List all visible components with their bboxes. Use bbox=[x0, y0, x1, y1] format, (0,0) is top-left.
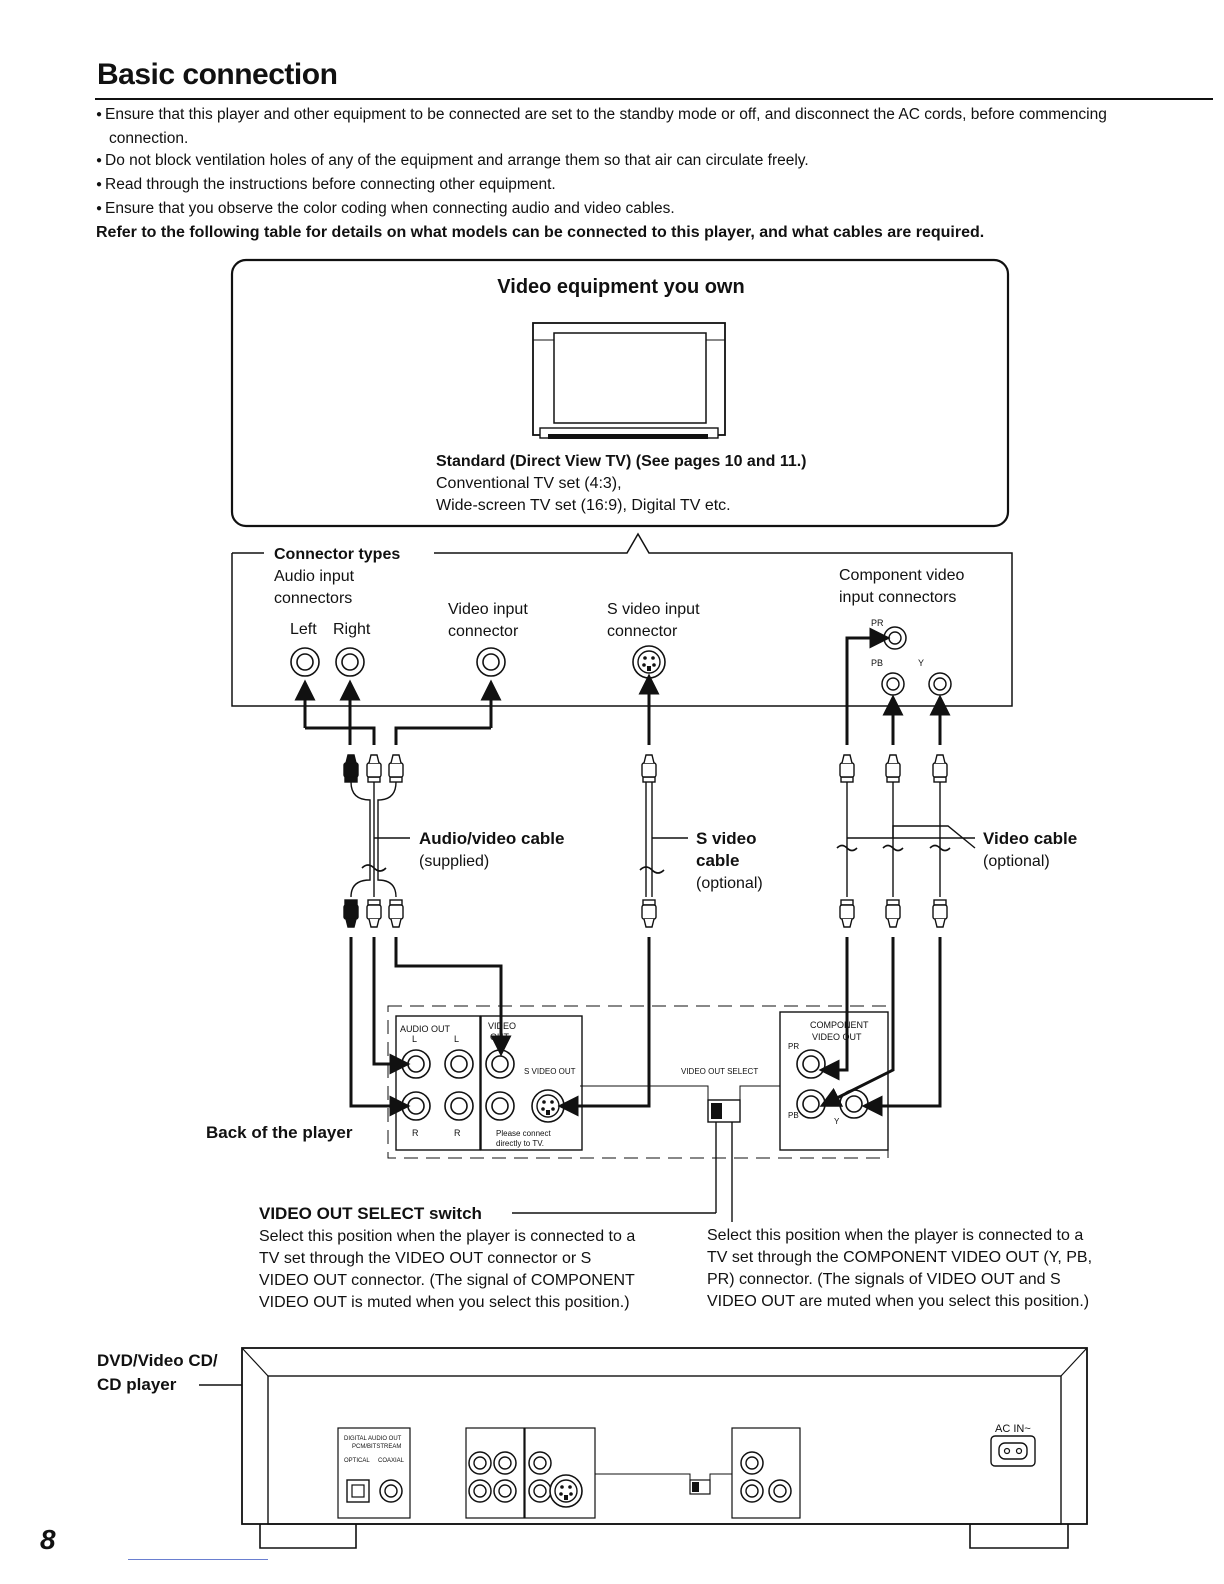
video-out-block bbox=[480, 1015, 583, 1151]
video-out-2-jack-icon bbox=[485, 1091, 515, 1121]
tv-type: Standard (Direct View TV) (See pages 10 … bbox=[436, 453, 807, 470]
audio-out-label: AUDIO OUT bbox=[400, 1024, 451, 1034]
audio-out-l2-jack-icon bbox=[444, 1049, 474, 1079]
svg-text:DIGITAL AUDIO OUT: DIGITAL AUDIO OUT bbox=[344, 1436, 402, 1442]
component-plug-icon bbox=[839, 754, 855, 783]
audio-out-r2-jack-icon bbox=[444, 1091, 474, 1121]
svg-text:TV set through the COMPONENT V: TV set through the COMPONENT VIDEO OUT (… bbox=[707, 1249, 1092, 1266]
svg-text:PB: PB bbox=[788, 1111, 799, 1120]
video-input-label-1: Video input bbox=[448, 601, 528, 618]
pr-input-jack-icon bbox=[883, 626, 907, 650]
audio-right-jack-icon bbox=[335, 647, 365, 677]
s-video-out-label: S VIDEO OUT bbox=[524, 1067, 576, 1076]
bullet-item: Ensure that this player and other equipm… bbox=[96, 104, 1186, 150]
tv-line-2: Wide-screen TV set (16:9), Digital TV et… bbox=[436, 497, 731, 514]
s-video-cable-label-1: S video bbox=[696, 829, 756, 848]
bullet-item: Ensure that you observe the color coding… bbox=[96, 198, 1186, 222]
s-video-input-jack-icon bbox=[632, 645, 666, 679]
tv-icon bbox=[532, 322, 726, 439]
pb-label: PB bbox=[871, 658, 883, 668]
svg-text:VIDEO OUT connector. (The sign: VIDEO OUT connector. (The signal of COMP… bbox=[259, 1272, 635, 1289]
s-video-input-label-2: connector bbox=[607, 623, 678, 640]
connector-types-title: Connector types bbox=[274, 546, 400, 563]
svg-text:Select this position when the: Select this position when the player is … bbox=[707, 1227, 1083, 1244]
s-video-input-label-1: S video input bbox=[607, 601, 700, 618]
svg-text:VIDEO OUT are muted when you s: VIDEO OUT are muted when you select this… bbox=[707, 1293, 1089, 1310]
back-of-player-label: Back of the player bbox=[206, 1123, 353, 1142]
component-input-label-2: input connectors bbox=[839, 589, 956, 606]
component-input-label-1: Component video bbox=[839, 567, 965, 584]
svg-text:OPTICAL: OPTICAL bbox=[344, 1458, 370, 1464]
footer-rule bbox=[128, 1559, 268, 1560]
audio-out-block bbox=[395, 1015, 481, 1151]
svg-text:PR: PR bbox=[788, 1042, 799, 1051]
bullet-item: Read through the instructions before con… bbox=[96, 174, 1186, 198]
svg-text:L: L bbox=[412, 1034, 417, 1044]
svg-text:VIDEO OUT is muted when you se: VIDEO OUT is muted when you select this … bbox=[259, 1294, 630, 1311]
svg-text:directly to TV.: directly to TV. bbox=[496, 1139, 544, 1148]
svg-text:Y: Y bbox=[834, 1117, 840, 1126]
component-pr-jack-icon bbox=[796, 1049, 826, 1079]
video-cable-label: Video cable bbox=[983, 829, 1077, 848]
cable-lines bbox=[294, 627, 951, 745]
s-video-cable-label-2: cable bbox=[696, 851, 739, 870]
svg-text:R: R bbox=[412, 1128, 419, 1138]
video-out-jack-icon bbox=[485, 1049, 515, 1079]
svg-text:R: R bbox=[454, 1128, 461, 1138]
coaxial-jack-icon bbox=[379, 1479, 403, 1503]
pr-label: PR bbox=[871, 618, 884, 628]
video-input-jack-icon bbox=[476, 647, 506, 677]
video-out-select-label: VIDEO OUT SELECT bbox=[681, 1067, 758, 1076]
svg-text:VIDEO OUT: VIDEO OUT bbox=[812, 1032, 862, 1042]
svg-text:PCM/BITSTREAM: PCM/BITSTREAM bbox=[352, 1444, 401, 1450]
audio-input-label-1: Audio input bbox=[274, 568, 355, 585]
y-label: Y bbox=[918, 658, 924, 668]
s-video-out-jack-icon bbox=[531, 1089, 565, 1123]
s-video-plug-icon bbox=[641, 754, 657, 783]
svg-text:L: L bbox=[454, 1034, 459, 1044]
svg-text:Select this position when the: Select this position when the player is … bbox=[259, 1228, 635, 1245]
svg-text:PR) connector. (The signals of: PR) connector. (The signals of VIDEO OUT… bbox=[707, 1271, 1061, 1288]
y-input-jack-icon bbox=[928, 672, 952, 696]
tv-line-1: Conventional TV set (4:3), bbox=[436, 475, 622, 492]
video-cable-note: (optional) bbox=[983, 853, 1050, 870]
audio-input-label-2: connectors bbox=[274, 590, 352, 607]
pb-input-jack-icon bbox=[881, 672, 905, 696]
av-cable-label: Audio/video cable bbox=[419, 829, 564, 848]
audio-out-l-jack-icon bbox=[401, 1049, 431, 1079]
page-number: 8 bbox=[40, 1524, 56, 1555]
av-cable-note: (supplied) bbox=[419, 853, 489, 870]
audio-left-jack-icon bbox=[290, 647, 320, 677]
bullet-item: Do not block ventilation holes of any of… bbox=[96, 150, 1186, 174]
s-video-cable-note: (optional) bbox=[696, 875, 763, 892]
connector-types-box bbox=[231, 532, 1013, 707]
page-title: Basic connection bbox=[97, 58, 338, 91]
device-label-1: DVD/Video CD/ bbox=[97, 1351, 218, 1370]
device-label-2: CD player bbox=[97, 1375, 177, 1394]
svg-text:TV set through the VIDEO OUT c: TV set through the VIDEO OUT connector o… bbox=[259, 1250, 591, 1267]
switch-title: VIDEO OUT SELECT switch bbox=[259, 1204, 482, 1223]
svg-text:Please connect: Please connect bbox=[496, 1129, 551, 1138]
video-input-label-2: connector bbox=[448, 623, 519, 640]
left-label: Left bbox=[290, 621, 317, 638]
refer-note: Refer to the following table for details… bbox=[96, 224, 985, 241]
component-pb-jack-icon bbox=[796, 1089, 826, 1119]
ac-in-label: AC IN~ bbox=[995, 1423, 1031, 1435]
video-box-heading: Video equipment you own bbox=[497, 276, 744, 298]
right-label: Right bbox=[333, 621, 371, 638]
bullet-list: Ensure that this player and other equipm… bbox=[96, 104, 1186, 222]
audio-out-r-jack-icon bbox=[401, 1091, 431, 1121]
svg-text:COMPONENT: COMPONENT bbox=[810, 1020, 869, 1030]
title-rule bbox=[95, 98, 1213, 100]
svg-text:COAXIAL: COAXIAL bbox=[378, 1458, 405, 1464]
